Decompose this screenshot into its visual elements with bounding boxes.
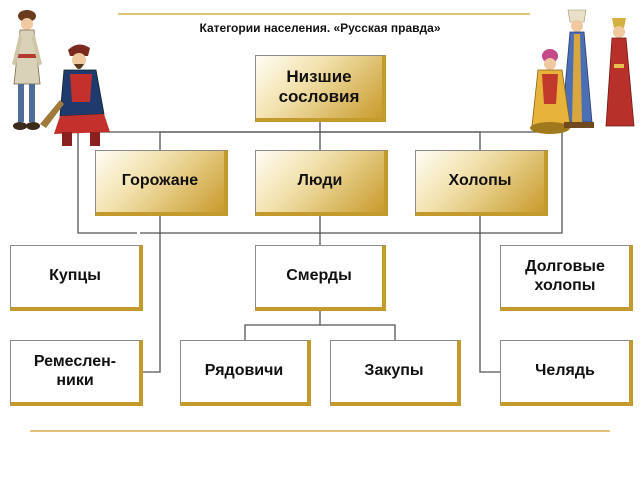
bottom-rule xyxy=(30,430,610,432)
connector-root-outer xyxy=(77,131,320,234)
medieval-men-figures xyxy=(12,10,110,146)
connector-gorozhane xyxy=(140,212,161,373)
top-rule xyxy=(118,13,530,15)
node-dolgovye: Долговые холопы xyxy=(500,245,633,311)
node-remeslenniki: Ремеслен-ники xyxy=(10,340,143,406)
node-kuptsy: Купцы xyxy=(10,245,143,311)
connector-root-middle xyxy=(159,120,321,152)
diagram-title: Категории населения. «Русская правда» xyxy=(199,21,441,35)
node-lyudi: Люди xyxy=(255,150,388,216)
connector-kholopy xyxy=(479,212,503,373)
node-gorozhane: Горожане xyxy=(95,150,228,216)
node-kholopy: Холопы xyxy=(415,150,548,216)
medieval-women-figures xyxy=(530,9,635,134)
node-root: Низшие сословия xyxy=(255,55,386,122)
connector-smerdy xyxy=(244,310,321,342)
node-smerdy: Смерды xyxy=(255,245,386,311)
node-zakupy: Закупы xyxy=(330,340,461,406)
node-ryadovichi: Рядовичи xyxy=(180,340,311,406)
node-chelyad: Челядь xyxy=(500,340,633,406)
